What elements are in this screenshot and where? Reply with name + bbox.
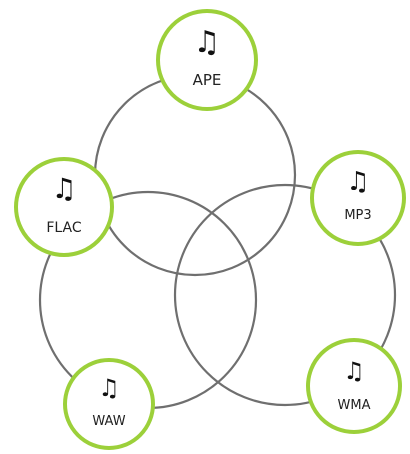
node-flac-label: FLAC xyxy=(46,220,82,236)
node-mp3-label: MP3 xyxy=(344,208,371,223)
node-ape-label: APE xyxy=(193,71,222,89)
node-wma-circle xyxy=(306,338,402,434)
ring-right xyxy=(173,183,397,407)
node-wma-label: WMA xyxy=(338,398,371,413)
node-flac: ♫ FLAC xyxy=(14,157,114,257)
node-ape-circle xyxy=(156,9,258,111)
node-wma: ♫ WMA xyxy=(306,338,402,434)
music-note-icon: ♫ xyxy=(346,167,369,197)
node-waw: ♫ WAW xyxy=(63,358,155,450)
music-note-icon: ♫ xyxy=(98,374,120,402)
node-mp3-circle xyxy=(310,150,406,246)
music-note-icon: ♫ xyxy=(194,25,221,60)
node-waw-label: WAW xyxy=(92,414,125,429)
node-waw-circle xyxy=(63,358,155,450)
node-flac-circle xyxy=(14,157,114,257)
music-note-icon: ♫ xyxy=(51,172,76,205)
music-note-icon: ♫ xyxy=(343,357,365,385)
node-mp3: ♫ MP3 xyxy=(310,150,406,246)
node-ape: ♫ APE xyxy=(156,9,258,111)
